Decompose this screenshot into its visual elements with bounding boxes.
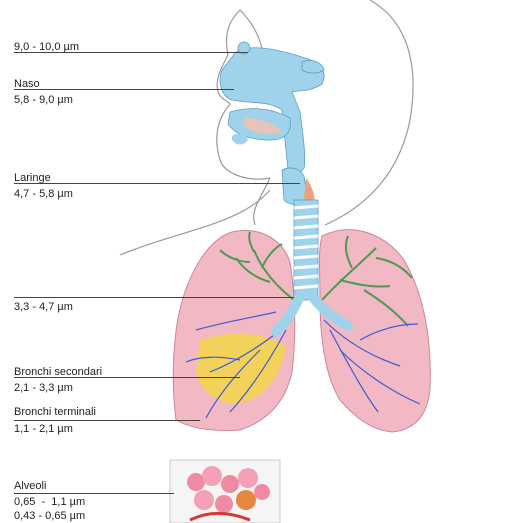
label-trachea-range: 3,3 - 4,7 µm: [14, 300, 73, 314]
trachea: [294, 200, 318, 300]
label-nose-top-range: 9,0 - 10,0 µm: [14, 40, 79, 54]
nasal-cavity: [220, 42, 324, 174]
label-laringe: Laringe: [14, 171, 51, 185]
label-alveoli: Alveoli: [14, 479, 46, 493]
label-alveoli-range-1: 0,65 - 1,1 µm: [14, 495, 85, 509]
right-lung: [320, 230, 431, 432]
leader-line-laringe: [14, 183, 300, 184]
label-naso: Naso: [14, 77, 40, 91]
leader-line-naso: [14, 89, 234, 90]
label-naso-range: 5,8 - 9,0 µm: [14, 93, 73, 107]
label-bronchi-terminali: Bronchi terminali: [14, 405, 96, 419]
leader-line-bronchi-terminali: [14, 420, 200, 421]
leader-line-alveoli: [14, 493, 174, 494]
label-alveoli-range-2: 0,43 - 0,65 µm: [14, 509, 85, 523]
label-bronchi-secondari-range: 2,1 - 3,3 µm: [14, 381, 73, 395]
label-bronchi-terminali-range: 1,1 - 2,1 µm: [14, 422, 73, 436]
alveoli-inset: [170, 460, 280, 523]
label-bronchi-secondari: Bronchi secondari: [14, 365, 102, 379]
label-laringe-range: 4,7 - 5,8 µm: [14, 187, 73, 201]
leader-line-trachea: [14, 297, 294, 298]
